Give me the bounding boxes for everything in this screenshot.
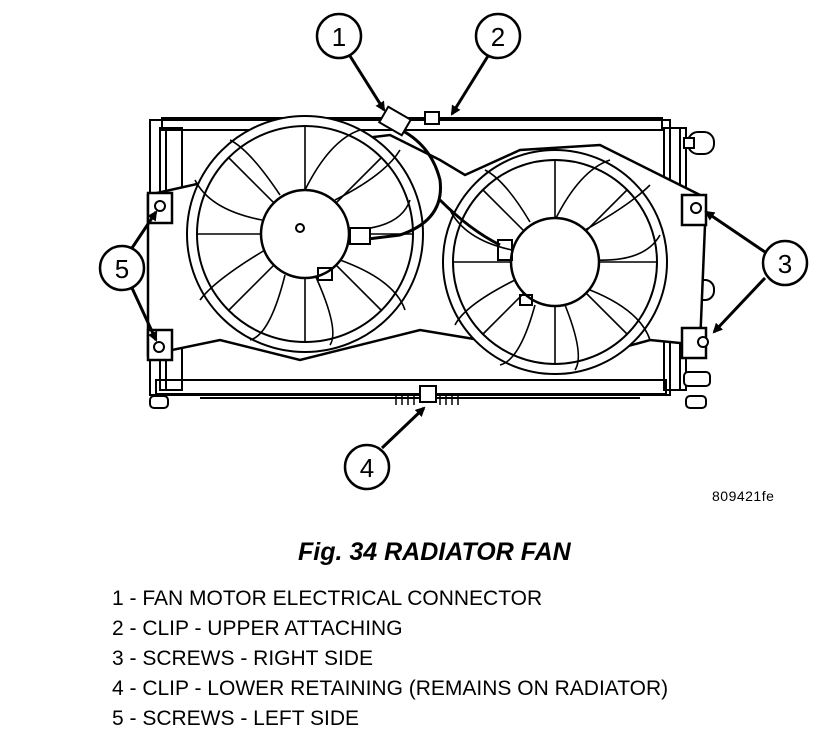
right-fan [442,149,668,375]
legend: 1 - FAN MOTOR ELECTRICAL CONNECTOR 2 - C… [112,584,668,734]
legend-item: 1 - FAN MOTOR ELECTRICAL CONNECTOR [112,587,543,610]
legend-item: 2 - CLIP - UPPER ATTACHING [112,617,403,640]
callout-4: 4 [343,443,391,491]
wiring-harness [349,105,501,247]
callout-5: 5 [98,244,146,292]
callout-2: 2 [474,12,522,60]
svg-text:2: 2 [491,22,505,52]
legend-item: 5 - SCREWS - LEFT SIDE [112,707,359,730]
svg-text:1: 1 [332,22,346,52]
radiator-fan-diagram: 1 2 3 4 5 [98,12,809,491]
legend-item: 3 - SCREWS - RIGHT SIDE [112,647,373,670]
svg-text:5: 5 [115,254,129,284]
image-code: 809421fe [712,488,775,504]
callout-3: 3 [761,239,809,287]
svg-text:3: 3 [778,249,792,279]
leader-arrows [130,55,767,450]
shroud-screws [153,200,709,353]
figure-caption: Fig. 34 RADIATOR FAN [298,538,571,566]
lower-retaining-clip [419,385,437,403]
legend-item: 4 - CLIP - LOWER RETAINING (REMAINS ON R… [112,677,669,700]
svg-text:4: 4 [360,453,374,483]
left-fan [186,115,424,353]
callout-1: 1 [315,12,363,60]
